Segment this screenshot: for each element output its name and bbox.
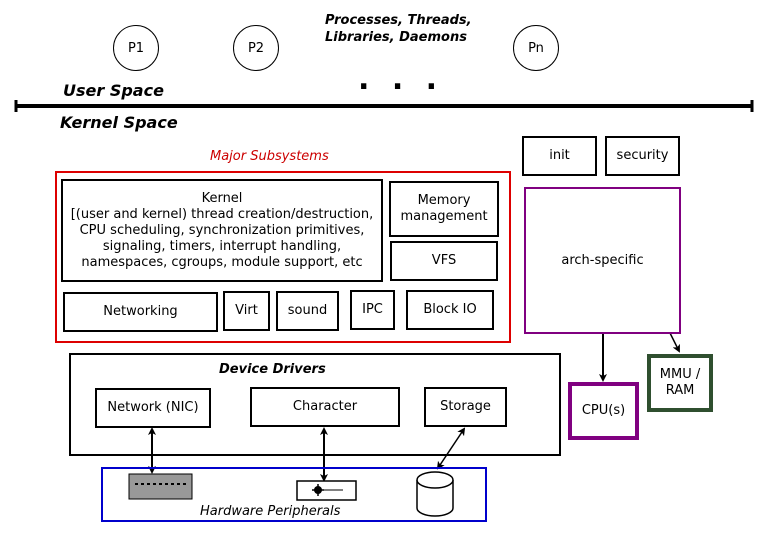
cpu-label: CPU(s)	[581, 403, 626, 418]
storage-box: Storage	[424, 387, 507, 427]
arch-specific-box: arch-specific	[524, 187, 681, 334]
storage-label: Storage	[440, 399, 491, 414]
nic-card-icon	[128, 473, 193, 500]
major-subsystems-title: Major Subsystems	[210, 149, 329, 164]
vfs-label: VFS	[431, 253, 457, 268]
kernel-core-title: Kernel	[201, 190, 243, 206]
hardware-peripherals-title: Hardware Peripherals	[200, 504, 341, 519]
mmu-ram-box: MMU / RAM	[647, 354, 713, 412]
hardware-peripherals-frame	[101, 467, 487, 522]
sound-label: sound	[287, 303, 328, 318]
processes-ellipsis: . . .	[358, 62, 444, 97]
block-io-label: Block IO	[423, 302, 477, 317]
ipc-label: IPC	[362, 302, 383, 317]
arch-specific-label: arch-specific	[561, 252, 644, 268]
kernel-space-label: Kernel Space	[60, 113, 178, 132]
storage-disk-icon	[416, 471, 454, 517]
processes-caption: Processes, Threads, Libraries, Daemons	[325, 13, 472, 45]
cpu-box: CPU(s)	[568, 382, 639, 440]
security-label: security	[616, 148, 669, 163]
init-label: init	[549, 148, 570, 163]
virt-box: Virt	[223, 291, 270, 331]
major-subsystems-frame	[55, 171, 511, 343]
networking-label: Networking	[103, 304, 178, 319]
storage-hw-arrow	[436, 427, 466, 470]
mmu-ram-label: MMU / RAM	[659, 367, 701, 398]
process-p1: P1	[113, 25, 159, 71]
memory-management-box: Memory management	[389, 181, 499, 237]
sound-box: sound	[276, 291, 339, 331]
character-box: Character	[250, 387, 400, 427]
process-pn: Pn	[513, 25, 559, 71]
vfs-box: VFS	[390, 241, 498, 281]
process-label: P2	[247, 40, 265, 56]
kernel-core-box: Kernel [(user and kernel) thread creatio…	[61, 179, 383, 282]
process-label: Pn	[528, 40, 544, 56]
networking-box: Networking	[63, 292, 218, 332]
network-nic-label: Network (NIC)	[107, 400, 199, 415]
security-box: security	[605, 136, 680, 176]
process-p2: P2	[233, 25, 279, 71]
init-box: init	[522, 136, 597, 176]
virt-label: Virt	[235, 303, 258, 318]
process-label: P1	[127, 40, 145, 56]
block-io-box: Block IO	[406, 290, 494, 330]
network-nic-box: Network (NIC)	[95, 388, 211, 428]
character-label: Character	[292, 399, 358, 414]
device-drivers-frame	[69, 353, 561, 456]
device-drivers-title: Device Drivers	[219, 362, 326, 377]
kernel-core-description: [(user and kernel) thread creation/destr…	[70, 206, 374, 270]
character-device-icon	[296, 480, 357, 501]
ipc-box: IPC	[350, 290, 395, 330]
user-space-label: User Space	[63, 81, 164, 100]
memory-management-label: Memory management	[400, 193, 488, 224]
